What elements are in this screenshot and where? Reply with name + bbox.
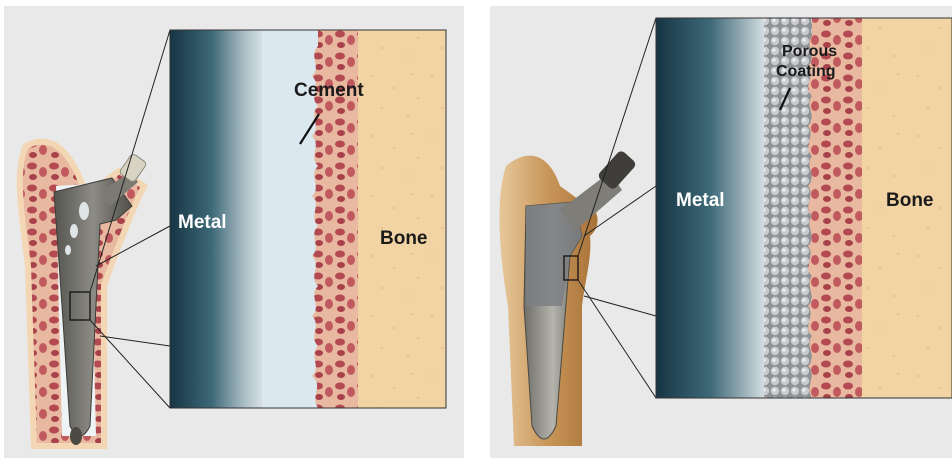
porous-implant-illustration xyxy=(490,6,952,458)
metal-label-right: Metal xyxy=(676,190,725,212)
cement-label: Cement xyxy=(294,80,364,102)
zoom-line xyxy=(578,18,656,256)
zoom-line xyxy=(90,30,170,292)
zoom-line xyxy=(100,336,170,346)
stem-tip xyxy=(70,427,82,445)
stem-hole xyxy=(70,224,78,238)
coating-label: Coating xyxy=(776,62,836,81)
stem-hole xyxy=(79,202,89,220)
stem-hole xyxy=(65,245,71,255)
bone-label-left: Bone xyxy=(380,228,428,250)
metal-label-left: Metal xyxy=(178,212,227,234)
bone-label-right: Bone xyxy=(886,190,934,212)
inset-bone xyxy=(358,30,446,408)
cemented-implant-panel: Metal Cement Bone xyxy=(4,6,464,458)
porous-coated-implant-panel: Metal Porous Coating Bone xyxy=(490,6,952,458)
porous-label: Porous xyxy=(782,42,837,61)
